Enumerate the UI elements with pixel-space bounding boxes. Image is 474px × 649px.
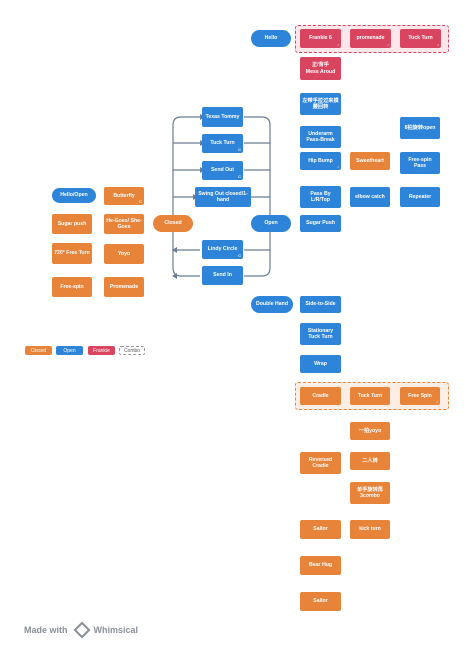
frankie6-label: Frankie 6 xyxy=(309,35,332,42)
left-hand-node[interactable]: 左带手拉过来摸腰回转 xyxy=(300,93,341,115)
bear-hug-node[interactable]: Bear Hug xyxy=(300,556,341,575)
free-spin-pass-node[interactable]: Free-spin Pass xyxy=(400,152,440,174)
free-spin-node[interactable]: Free-spin xyxy=(52,277,92,297)
made-with-label: Made with xyxy=(24,625,68,635)
sailor-node-2[interactable]: Sailor xyxy=(300,592,341,611)
combo-mark-icon: ♪ xyxy=(387,42,389,47)
pass-by-node[interactable]: Pass By L/R/Top xyxy=(300,186,341,208)
elbow-catch-node[interactable]: elbow catch xyxy=(350,187,390,207)
legend-combo: Combo xyxy=(119,346,145,355)
butterfly-label: Butterfly xyxy=(113,192,135,199)
swing-out-node[interactable]: Swing Out closed/1-hand xyxy=(195,187,251,207)
yiyoyo-node[interactable]: 一拍yoyo xyxy=(350,422,390,440)
combo-mark-icon: C xyxy=(238,147,241,152)
hello-node[interactable]: Hello xyxy=(251,30,291,47)
legend-closed: Closed xyxy=(25,346,52,355)
texas-tommy-node[interactable]: Texas Tommy xyxy=(202,107,243,127)
repeater-node[interactable]: Repeater xyxy=(400,187,440,207)
cradle-node[interactable]: Cradle xyxy=(300,387,341,405)
combo-mark-icon: ♪ xyxy=(436,399,438,404)
kick-turn-node[interactable]: kick turn xyxy=(350,520,390,539)
sugar-push-hello-node[interactable]: Sugar Push xyxy=(300,215,341,232)
underarm-node[interactable]: Underarm Pass-Break xyxy=(300,126,341,148)
sweetheart-node[interactable]: Sweetheart xyxy=(350,152,390,170)
erren-node[interactable]: 二人转 xyxy=(350,452,390,470)
brand-label: Whimsical xyxy=(93,625,139,635)
combo-mark-icon: C xyxy=(238,253,241,258)
combo-mark-icon: ♪ xyxy=(437,42,439,47)
reversed-cradle-node[interactable]: Reversed Cradle xyxy=(300,452,341,474)
send-out-label: Send Out xyxy=(210,167,235,174)
promenade-combo-node[interactable]: promenade♪ xyxy=(350,29,391,48)
sugar-push-node[interactable]: Sugar push xyxy=(52,214,92,234)
closed-node[interactable]: Closed xyxy=(153,215,193,232)
send-in-node[interactable]: Send In xyxy=(202,266,243,285)
promenade-node[interactable]: Promenade xyxy=(104,277,144,297)
open-cn-node[interactable]: 8拍旋转open xyxy=(400,117,440,139)
free-spin-cradle-node[interactable]: Free Spin ♪ xyxy=(400,387,440,405)
combo-mark-icon: C xyxy=(139,199,142,204)
mess-around-cn-label: 正/背手 xyxy=(311,62,329,68)
legend-frankie: Frankie xyxy=(88,346,115,355)
combo-mark-icon: C xyxy=(238,174,241,179)
tuck-turn-frankie-node[interactable]: Tuck Turn ♪ xyxy=(400,29,441,48)
mess-around-label: Mess Aroud xyxy=(305,68,336,75)
single-combo-node[interactable]: 单手旋转再3combo xyxy=(350,482,390,504)
legend-open: Open xyxy=(56,346,83,355)
double-hand-node[interactable]: Double Hand xyxy=(251,296,293,313)
tuck-turn-cradle-node[interactable]: Tuck Turn xyxy=(350,387,390,405)
lindy-circle-label: Lindy Circle xyxy=(207,246,238,253)
whimsical-logo-icon xyxy=(73,621,91,639)
promenade-combo-label: promenade xyxy=(356,35,385,42)
wrap-node[interactable]: Wrap xyxy=(300,355,341,373)
open-node[interactable]: Open xyxy=(251,215,291,232)
sailor-node-1[interactable]: Sailor xyxy=(300,520,341,539)
stationary-tuck-turn-node[interactable]: Stationary Tuck Turn xyxy=(300,323,341,345)
yoyo-node[interactable]: Yoyo xyxy=(104,244,144,264)
frankie6-node[interactable]: Frankie 6 ♪ xyxy=(300,29,341,48)
side-to-side-node[interactable]: Side-to-Side xyxy=(300,296,341,313)
tuck-turn-frankie-label: Tuck Turn xyxy=(408,35,433,42)
free-spin-cradle-label: Free Spin xyxy=(408,392,432,399)
hip-bump-label: Hip Bump xyxy=(308,157,333,164)
hip-bump-node[interactable]: Hip Bump ♪ xyxy=(300,152,341,170)
tuck-turn-center-label: Tuck Turn xyxy=(210,140,235,147)
footer: Made with Whimsical xyxy=(24,621,139,639)
hello-open-node[interactable]: Hello/Open xyxy=(52,188,96,203)
he-goes-node[interactable]: He-Goes/ She-Goes xyxy=(104,214,144,234)
combo-mark-icon: ♪ xyxy=(337,164,339,169)
combo-mark-icon: ♪ xyxy=(337,42,339,47)
free-turn-720-node[interactable]: 720° Free Turn xyxy=(52,243,92,264)
